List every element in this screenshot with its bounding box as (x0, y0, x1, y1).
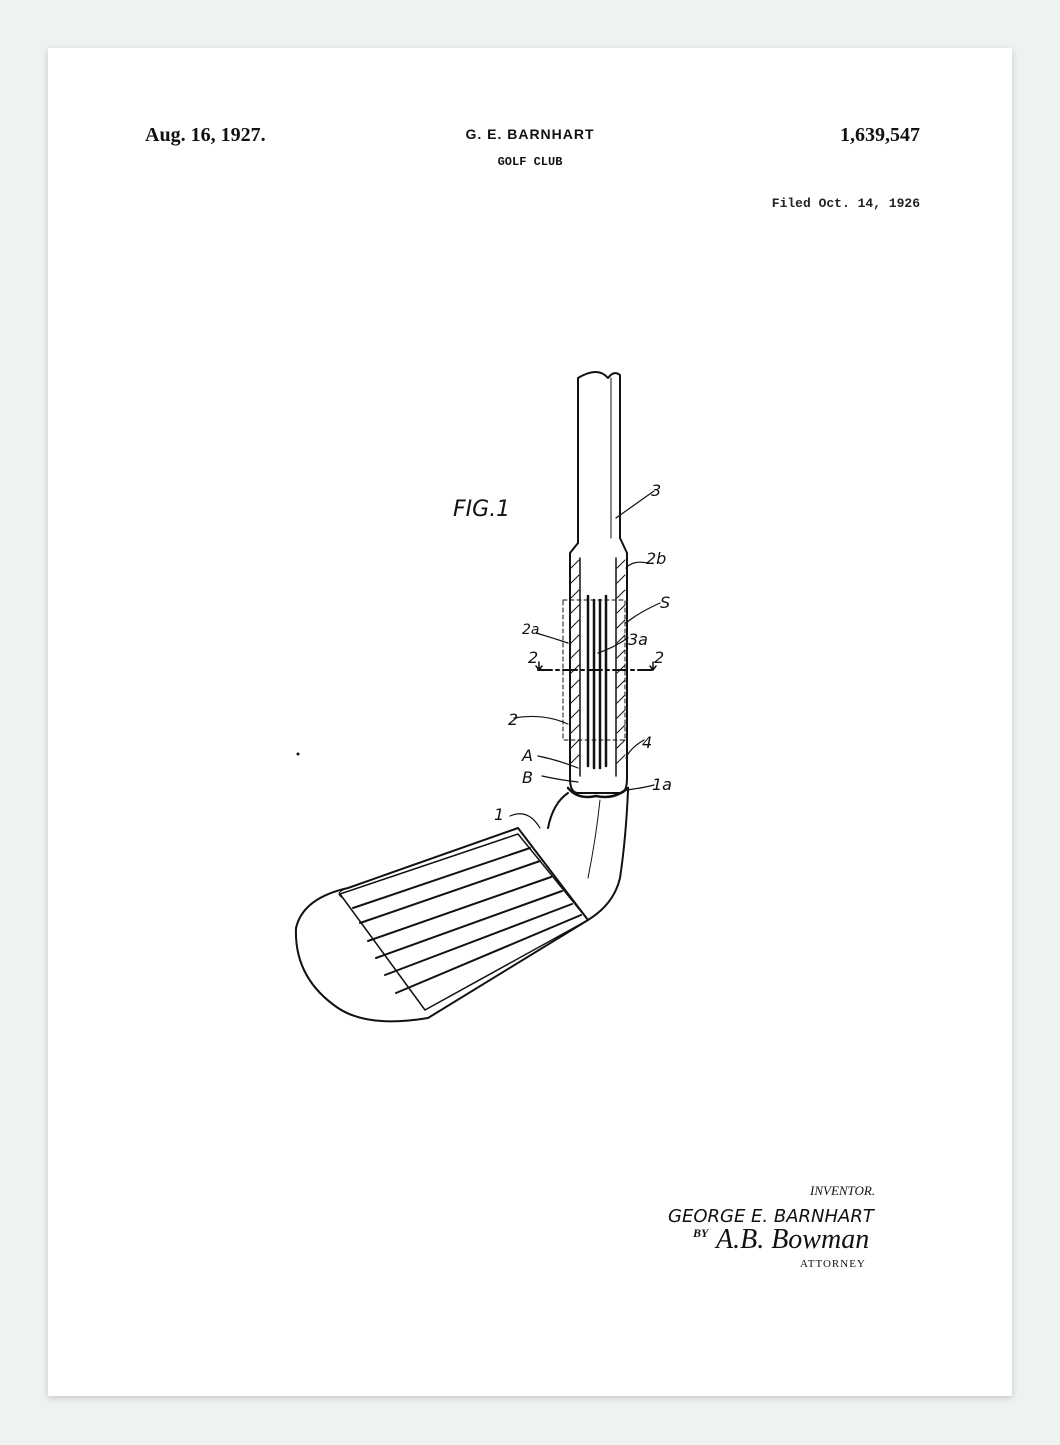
patent-title: GOLF CLUB (497, 155, 563, 169)
callout-2: 2 (508, 710, 518, 729)
inventor-name: GEORGE E. BARNHART (668, 1206, 874, 1227)
attorney-label: ATTORNEY (800, 1258, 866, 1270)
callout-4: 4 (642, 733, 652, 752)
callout-s: S (660, 593, 670, 612)
callout-3a: 3a (628, 630, 648, 649)
callout-2b: 2b (646, 549, 666, 568)
inventor-label: INVENTOR. (810, 1183, 876, 1198)
figure-label: FIG.1 (453, 497, 510, 522)
filed-date: Filed Oct. 14, 1926 (771, 196, 920, 211)
attorney-signature: A.B. Bowman (716, 1224, 870, 1255)
club-head (294, 827, 589, 1023)
golf-club-drawing: FIG.1 3 2b S 2a 3a 2 2 2 4 A B 1a 1 (294, 371, 672, 1023)
hosel (569, 537, 628, 794)
shaft (577, 371, 621, 544)
callout-a: A (521, 746, 533, 765)
patent-date: Aug. 16, 1927. (145, 124, 266, 146)
sleeve-outline (562, 599, 626, 741)
by-label: BY (693, 1226, 709, 1240)
callout-1: 1 (494, 805, 504, 824)
patent-number: 1,639,547 (840, 124, 920, 146)
callout-2a: 2a (522, 622, 540, 638)
callout-2-right: 2 (654, 648, 664, 667)
callout-3: 3 (651, 481, 661, 500)
callout-2-left: 2 (528, 648, 538, 667)
patent-inventor: G. E. BARNHART (465, 126, 595, 142)
club-neck (547, 789, 629, 921)
callout-b: B (522, 768, 533, 787)
patent-sheet: Aug. 16, 1927. G. E. BARNHART GOLF CLUB … (48, 48, 1012, 1396)
face-grooves (352, 847, 582, 994)
callout-1a: 1a (652, 775, 672, 794)
